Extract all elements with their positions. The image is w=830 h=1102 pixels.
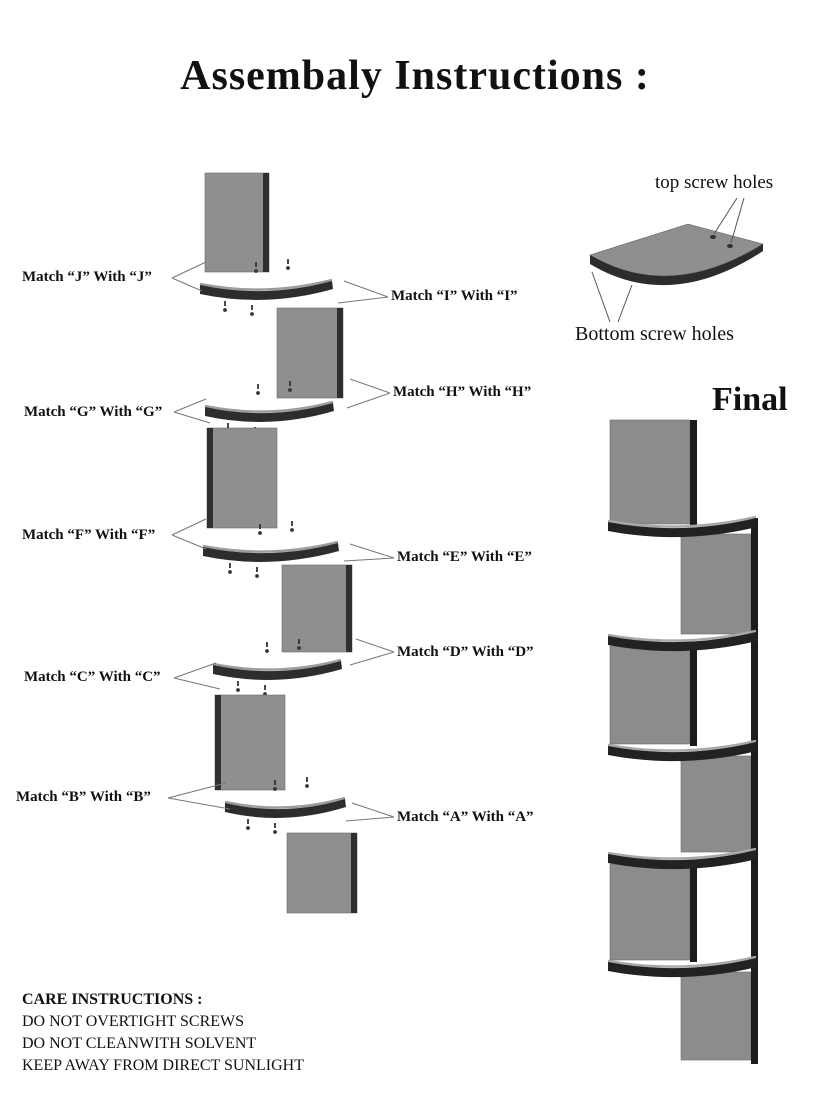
top-holes-pointer xyxy=(713,197,745,244)
care-instructions: CARE INSTRUCTIONS : DO NOT OVERTIGHT SCR… xyxy=(22,989,304,1077)
panel-1 xyxy=(204,172,270,273)
care-line-1: DO NOT OVERTIGHT SCREWS xyxy=(22,1013,245,1030)
care-instructions-heading: CARE INSTRUCTIONS : xyxy=(22,991,203,1008)
final-heading: Final xyxy=(712,381,788,418)
shelf-piece xyxy=(589,223,764,286)
panel-2 xyxy=(276,307,344,399)
panel-4 xyxy=(281,564,353,653)
bottom-holes-pointer xyxy=(591,271,633,323)
final-right-rail xyxy=(751,518,758,1064)
shelf-4 xyxy=(212,639,342,696)
panel-6 xyxy=(286,832,358,914)
final-panels xyxy=(609,419,752,1061)
connector-e xyxy=(343,543,395,562)
screws-3 xyxy=(228,521,294,578)
shelf-3 xyxy=(202,521,339,578)
connector-h xyxy=(346,378,391,409)
shelf-detail-diagram xyxy=(589,197,764,323)
panel-5 xyxy=(214,694,286,791)
connector-b xyxy=(167,782,231,810)
bottom-screw-holes-label: Bottom screw holes xyxy=(575,323,734,345)
match-label-d: Match “D” With “D” xyxy=(397,644,534,660)
connector-j xyxy=(171,261,207,292)
shelf-5 xyxy=(224,777,346,834)
detail-pointer-lines xyxy=(591,197,745,323)
screws-4 xyxy=(236,639,301,696)
match-label-i: Match “I” With “I” xyxy=(391,288,518,304)
match-label-e: Match “E” With “E” xyxy=(397,549,532,565)
top-screw-holes-label: top screw holes xyxy=(655,172,774,193)
top-screw-hole-2 xyxy=(727,244,733,248)
match-label-j: Match “J” With “J” xyxy=(22,269,152,285)
match-label-g: Match “G” With “G” xyxy=(24,404,163,420)
final-assembly-diagram xyxy=(607,419,758,1064)
match-label-b: Match “B” With “B” xyxy=(16,789,151,805)
page-title: Assembaly Instructions : xyxy=(180,53,650,99)
match-label-h: Match “H” With “H” xyxy=(393,384,532,400)
connector-d xyxy=(349,638,395,666)
connector-lines xyxy=(167,261,395,822)
screws-1 xyxy=(223,259,290,316)
care-line-2: DO NOT CLEANWITH SOLVENT xyxy=(22,1035,257,1052)
connector-i xyxy=(337,280,389,304)
connector-a xyxy=(345,802,395,822)
top-screw-hole-1 xyxy=(710,235,716,239)
match-label-c: Match “C” With “C” xyxy=(24,669,161,685)
shelf-1 xyxy=(199,259,333,316)
final-shelves xyxy=(607,515,757,978)
panel-3 xyxy=(206,427,278,529)
care-line-3: KEEP AWAY FROM DIRECT SUNLIGHT xyxy=(22,1057,304,1074)
screws-5 xyxy=(246,777,309,834)
connector-f xyxy=(171,518,207,550)
exploded-view-diagram xyxy=(167,172,395,914)
connector-c xyxy=(173,662,221,690)
connector-g xyxy=(173,398,211,424)
match-label-f: Match “F” With “F” xyxy=(22,527,156,543)
match-label-a: Match “A” With “A” xyxy=(397,809,534,825)
